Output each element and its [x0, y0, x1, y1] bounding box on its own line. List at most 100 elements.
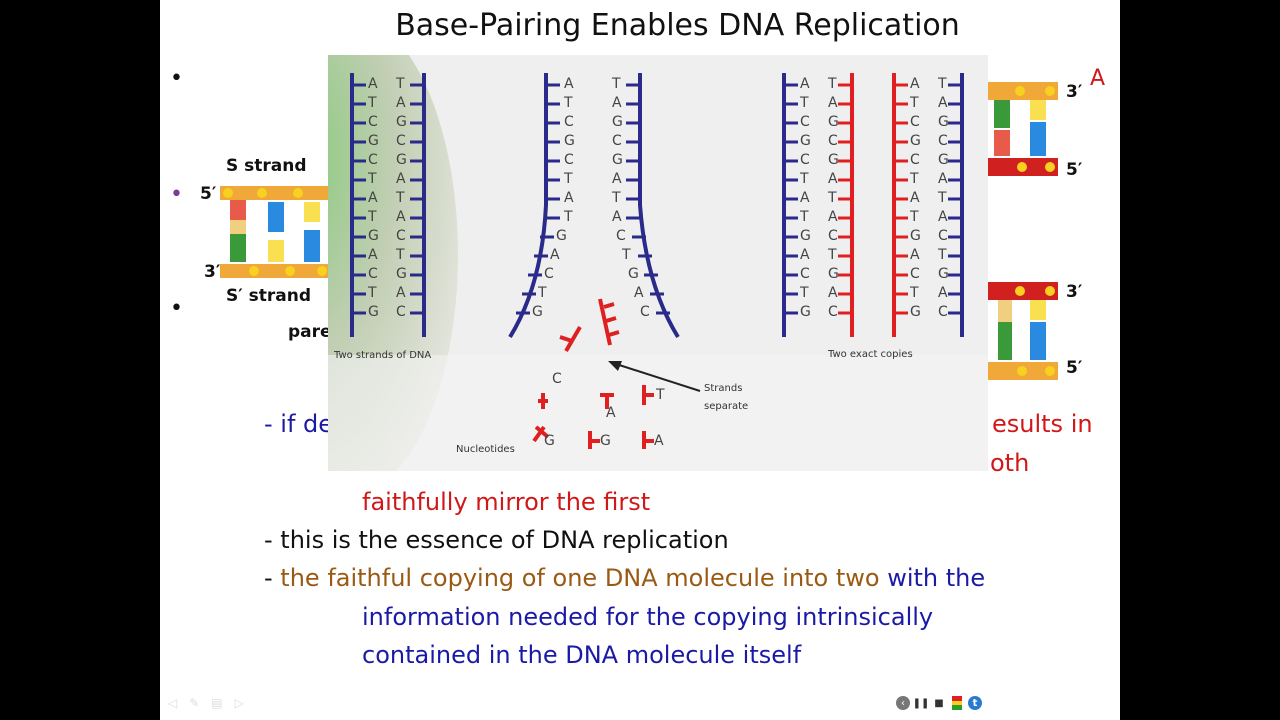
base-letter: T [828, 247, 837, 263]
base-letter: C [828, 228, 838, 244]
base-letter: C [396, 304, 406, 320]
base-letter: G [800, 228, 811, 244]
base-letter: T [800, 95, 809, 111]
free-nucleotides [532, 385, 654, 449]
base-letter: G [556, 228, 567, 244]
base-letter: T [564, 171, 573, 187]
right-letter-a: A [1090, 66, 1106, 91]
slide: Base-Pairing Enables DNA Replication • •… [160, 0, 1120, 720]
base-letter: C [910, 114, 920, 130]
pause-icon[interactable]: ❚❚ [912, 697, 930, 709]
left-dna-diagram [220, 186, 328, 278]
base-letter: T [368, 171, 377, 187]
base-letter: A [800, 190, 810, 206]
base-letter: A [800, 247, 810, 263]
base-letter: G [396, 114, 407, 130]
five-prime-label: 5′ [200, 184, 217, 204]
base-letter: T [612, 76, 621, 92]
base-letter: T [938, 76, 947, 92]
base-letter: A [612, 95, 622, 111]
base-letter: G [368, 304, 379, 320]
right-top-three-prime: 3′ [1066, 82, 1083, 102]
base-letter: C [396, 133, 406, 149]
prev-arrow-icon[interactable]: ◁ [168, 696, 178, 710]
base-letter: G [828, 266, 839, 282]
base-letter: A [368, 76, 378, 92]
base-letter: A [938, 95, 948, 111]
line-contained: contained in the DNA molecule itself [362, 641, 802, 669]
base-letter: G [368, 228, 379, 244]
base-letter: T [910, 209, 919, 225]
base-letter: T [828, 190, 837, 206]
base-letter: T [800, 285, 809, 301]
base-letter: T [622, 247, 631, 263]
base-letter: C [616, 228, 626, 244]
base-letter: C [368, 152, 378, 168]
base-letter: G [938, 266, 949, 282]
base-letter: C [938, 133, 948, 149]
line-both-fragment: oth [990, 449, 1030, 477]
right-dna-diagram-bottom [988, 282, 1058, 380]
label-two-strands: Two strands of DNA [334, 350, 432, 361]
base-letter: G [612, 152, 623, 168]
line-results-fragment: esults in [992, 410, 1093, 438]
base-letter: C [938, 228, 948, 244]
label-separate: separate [704, 401, 749, 412]
base-letter: C [910, 266, 920, 282]
base-letter: G [612, 114, 623, 130]
base-letter: T [368, 209, 377, 225]
line-mirror: faithfully mirror the first [362, 488, 651, 516]
parent-label-fragment: pare [288, 322, 332, 342]
next-arrow-icon[interactable]: ▷ [234, 696, 244, 710]
menu-icon[interactable]: ▤ [211, 696, 223, 710]
s-strand-label: S strand [226, 156, 307, 176]
base-letter: G [910, 228, 921, 244]
pen-icon[interactable]: ✎ [189, 696, 200, 710]
base-letter: T [396, 247, 405, 263]
base-letter: A [396, 95, 406, 111]
base-letter: G [532, 304, 543, 320]
base-letter: C [800, 114, 810, 130]
base-letter: G [800, 304, 811, 320]
base-letter: C [368, 266, 378, 282]
base-letter: T [828, 76, 837, 92]
free-nucleotide-base: A [606, 405, 616, 421]
base-letter: G [828, 152, 839, 168]
stop-icon[interactable]: ■ [934, 697, 944, 709]
color-icon[interactable] [950, 696, 964, 710]
base-letter: A [368, 247, 378, 263]
base-letter: A [368, 190, 378, 206]
base-letter: G [938, 114, 949, 130]
base-letter: C [612, 133, 622, 149]
base-letter: T [910, 95, 919, 111]
base-letter: A [612, 209, 622, 225]
line-essence: - this is the essence of DNA replication [264, 526, 729, 554]
free-nucleotide-base: T [656, 387, 665, 403]
base-letter: T [938, 247, 947, 263]
base-letter: C [828, 133, 838, 149]
base-letter: A [564, 76, 574, 92]
base-letter: A [938, 285, 948, 301]
figure-canvas [328, 55, 988, 471]
base-letter: G [396, 266, 407, 282]
base-letter: C [938, 304, 948, 320]
base-letter: A [938, 209, 948, 225]
back-icon[interactable]: ‹ [896, 696, 910, 710]
line-faithful-dash: - [264, 564, 281, 592]
line-if-fragment: - if de [264, 410, 334, 438]
right-bottom-three-prime: 3′ [1066, 282, 1083, 302]
right-bottom-five-prime: 5′ [1066, 358, 1083, 378]
three-prime-label: 3′ [204, 262, 221, 282]
base-letter: A [828, 95, 838, 111]
base-letter: T [564, 209, 573, 225]
slide-nav-icons[interactable]: ◁ ✎ ▤ ▷ [168, 696, 244, 710]
base-letter: G [828, 114, 839, 130]
base-letter: A [396, 285, 406, 301]
base-letter: C [368, 114, 378, 130]
player-controls[interactable]: ‹ ❚❚ ■ t [896, 692, 982, 714]
logo-icon[interactable]: t [968, 696, 982, 710]
s-prime-strand-label: S′ strand [226, 286, 312, 306]
base-letter: T [564, 95, 573, 111]
base-letter: A [800, 76, 810, 92]
base-letter: T [368, 95, 377, 111]
